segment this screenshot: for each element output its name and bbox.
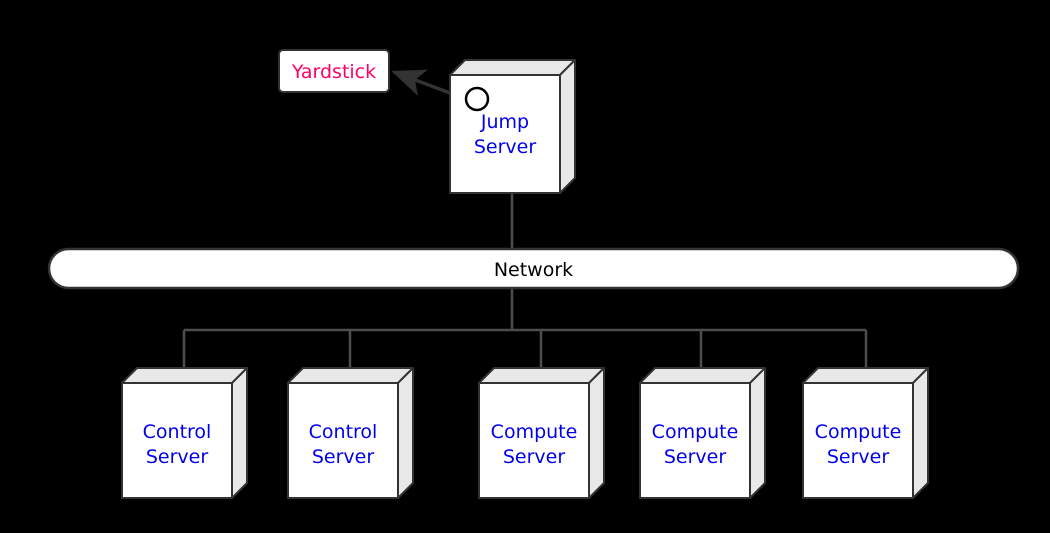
server-2-front-face[interactable] — [287, 382, 399, 499]
server-4-top-face — [639, 367, 766, 384]
yardstick-box[interactable] — [278, 49, 390, 93]
server-1-side-face — [231, 367, 248, 499]
server-node-4[interactable] — [639, 367, 766, 499]
server-node-3[interactable] — [478, 367, 605, 499]
jump-server-side-face — [559, 59, 576, 194]
server-4-side-face — [749, 367, 766, 499]
server-1-front-face[interactable] — [121, 382, 233, 499]
server-node-2[interactable] — [287, 367, 414, 499]
jump-server-node[interactable] — [449, 59, 576, 194]
server-node-5[interactable] — [802, 367, 929, 499]
server-2-side-face — [397, 367, 414, 499]
server-3-front-face[interactable] — [478, 382, 590, 499]
server-1-top-face — [121, 367, 248, 384]
server-3-side-face — [588, 367, 605, 499]
network-node[interactable] — [47, 247, 1020, 290]
yardstick-node[interactable] — [278, 49, 390, 93]
server-5-front-face[interactable] — [802, 382, 914, 499]
server-4-front-face[interactable] — [639, 382, 751, 499]
server-2-top-face — [287, 367, 414, 384]
server-node-1[interactable] — [121, 367, 248, 499]
server-5-side-face — [912, 367, 929, 499]
network-bar[interactable] — [47, 247, 1020, 290]
connector-group — [182, 194, 868, 370]
jump-server-top-face — [449, 59, 576, 76]
server-5-top-face — [802, 367, 929, 384]
lollipop-interface-icon[interactable] — [464, 86, 490, 112]
server-3-top-face — [478, 367, 605, 384]
